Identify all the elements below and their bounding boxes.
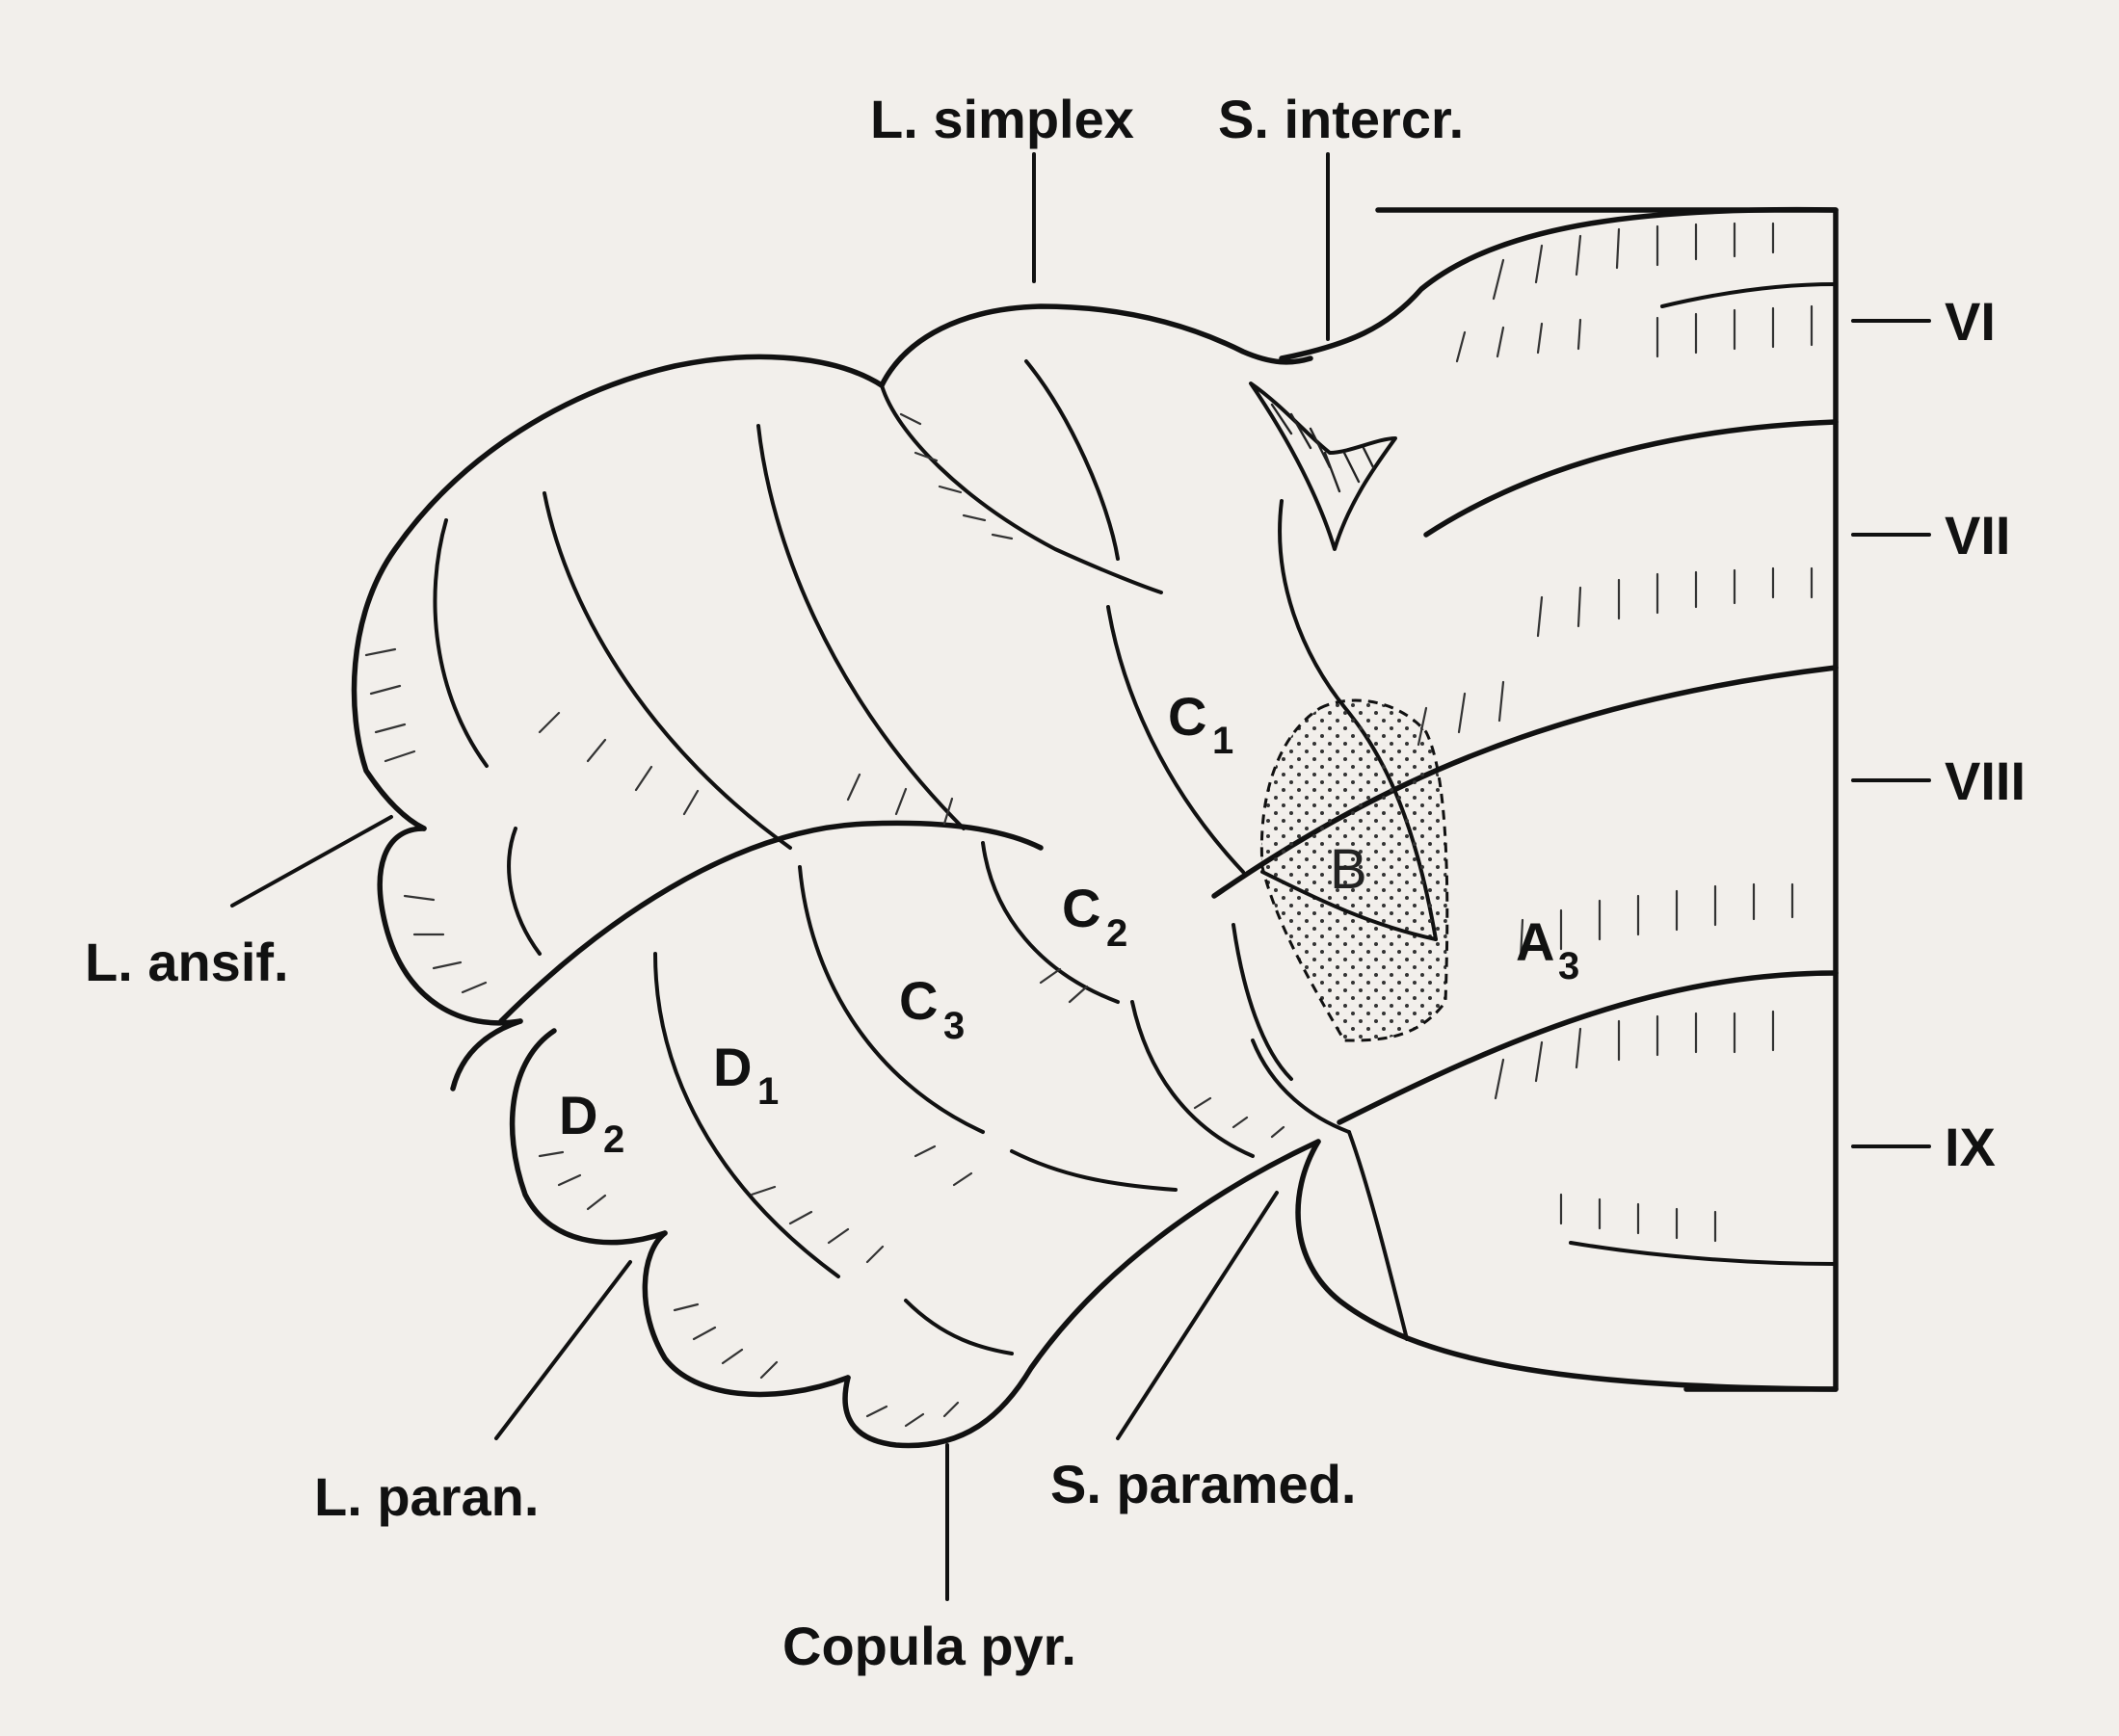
label-paramed: S. paramed. <box>1050 1454 1356 1514</box>
zone-b: B <box>1330 838 1367 901</box>
svg-text:2: 2 <box>603 1118 624 1161</box>
zone-c3: C 3 <box>899 970 965 1047</box>
zone-d2: D 2 <box>559 1085 624 1161</box>
svg-text:1: 1 <box>757 1070 779 1113</box>
labels: L. simplex S. intercr. L. ansif. L. para… <box>85 89 2026 1676</box>
svg-text:3: 3 <box>943 1005 965 1047</box>
label-intercr: S. intercr. <box>1218 89 1464 149</box>
svg-text:A: A <box>1516 911 1554 972</box>
label-paran: L. paran. <box>314 1466 539 1527</box>
leader-lines <box>230 152 1931 1601</box>
zone-c1: C 1 <box>1168 686 1233 762</box>
shading-hatches <box>364 222 1814 1428</box>
zone-d1: D 1 <box>713 1037 779 1113</box>
zone-c2: C 2 <box>1062 878 1127 955</box>
zone-a3: A 3 <box>1516 911 1579 987</box>
svg-text:C: C <box>899 970 938 1031</box>
stippled-region <box>1259 698 1449 1042</box>
label-simplex: L. simplex <box>870 89 1134 149</box>
midline-border <box>1375 207 1839 1392</box>
svg-text:2: 2 <box>1106 912 1127 955</box>
svg-text:C: C <box>1062 878 1100 938</box>
lobule-vii: VII <box>1945 505 2010 566</box>
lobule-viii: VIII <box>1945 750 2026 811</box>
lobule-ix: IX <box>1945 1117 1996 1177</box>
svg-text:D: D <box>559 1085 597 1145</box>
svg-text:3: 3 <box>1558 945 1579 987</box>
hemisphere-outline <box>351 303 1321 1449</box>
lobule-vi: VI <box>1945 291 1996 352</box>
label-ansif: L. ansif. <box>85 932 289 992</box>
svg-text:1: 1 <box>1212 720 1233 762</box>
svg-text:D: D <box>713 1037 752 1097</box>
label-copula: Copula pyr. <box>782 1616 1076 1676</box>
hatched-triangle <box>1249 381 1397 551</box>
svg-text:C: C <box>1168 686 1206 747</box>
